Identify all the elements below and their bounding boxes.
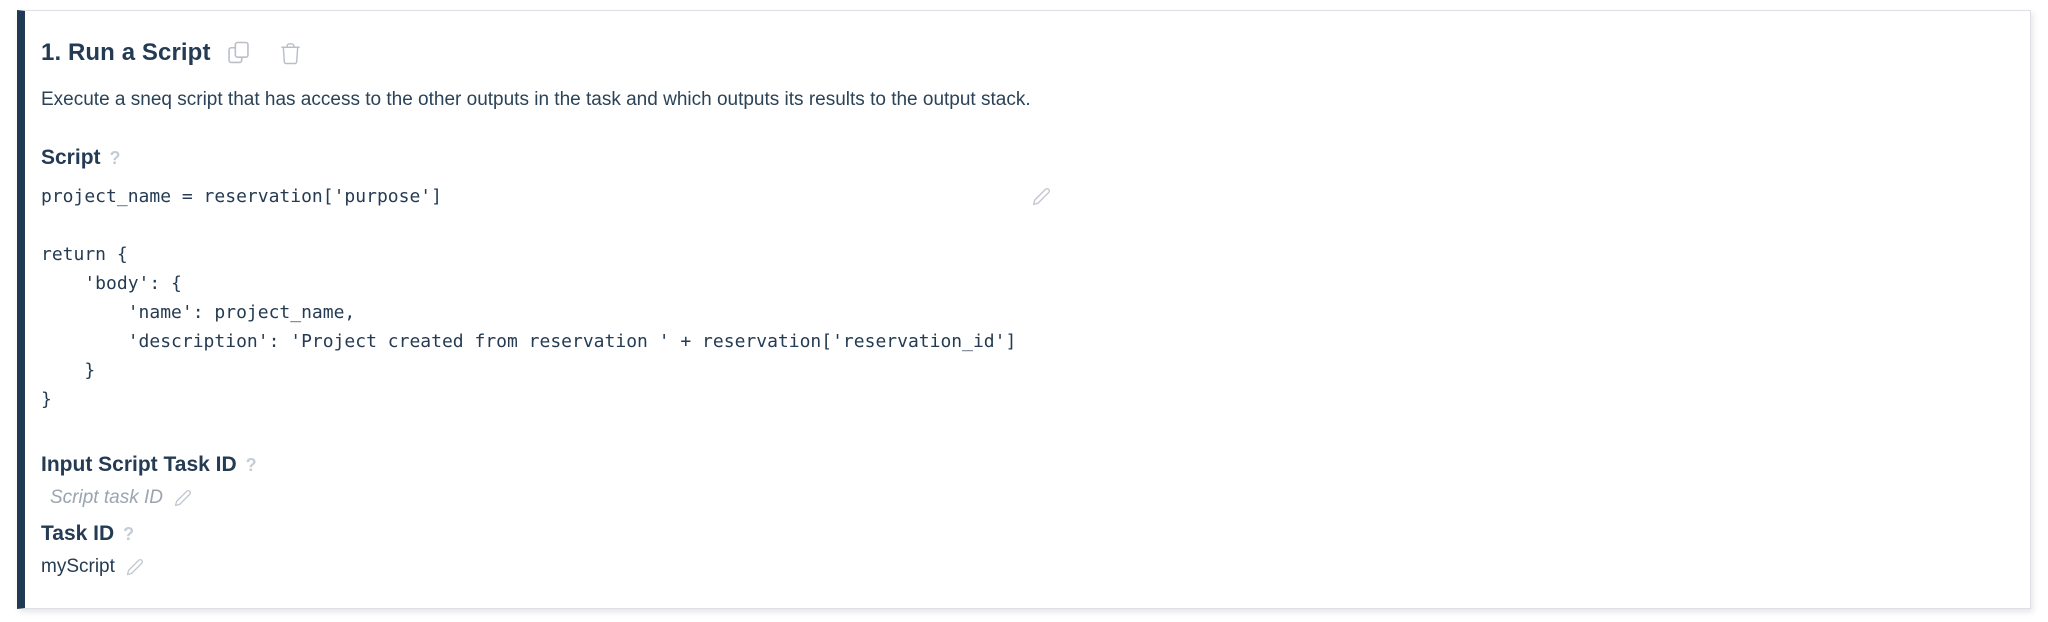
task-id-label: Task ID (41, 522, 115, 545)
task-id-header: Task ID ? (41, 522, 2006, 546)
copy-icon (227, 41, 249, 65)
input-script-task-id-help-icon[interactable]: ? (245, 455, 257, 475)
task-id-pencil-icon[interactable] (126, 558, 144, 576)
input-script-task-id-field[interactable]: Script task ID (41, 487, 2006, 509)
task-title: 1. Run a Script (41, 39, 211, 66)
task-id-value: myScript (41, 556, 115, 577)
script-help-icon[interactable]: ? (109, 148, 121, 168)
task-card-content: 1. Run a Script (25, 11, 2030, 578)
delete-task-button[interactable] (280, 41, 301, 65)
task-id-help-icon[interactable]: ? (123, 524, 135, 544)
input-script-task-id-pencil-icon[interactable] (174, 489, 192, 507)
script-field-header: Script ? (41, 146, 2006, 170)
script-code-editor[interactable]: project_name = reservation['purpose'] re… (41, 186, 1017, 410)
input-script-task-id-label: Input Script Task ID (41, 453, 237, 476)
task-id-field[interactable]: myScript (41, 556, 2006, 578)
task-card: 1. Run a Script (17, 10, 2031, 609)
copy-task-button[interactable] (227, 41, 249, 65)
trash-icon (280, 41, 301, 65)
script-label: Script (41, 146, 101, 169)
script-edit-pencil-icon[interactable] (1032, 187, 1051, 206)
input-script-task-id-header: Input Script Task ID ? (41, 453, 2006, 477)
script-code-row: project_name = reservation['purpose'] re… (41, 182, 2006, 414)
task-description: Execute a sneq script that has access to… (41, 89, 1031, 110)
input-script-task-id-placeholder: Script task ID (50, 487, 163, 508)
task-header: 1. Run a Script (41, 39, 2006, 66)
